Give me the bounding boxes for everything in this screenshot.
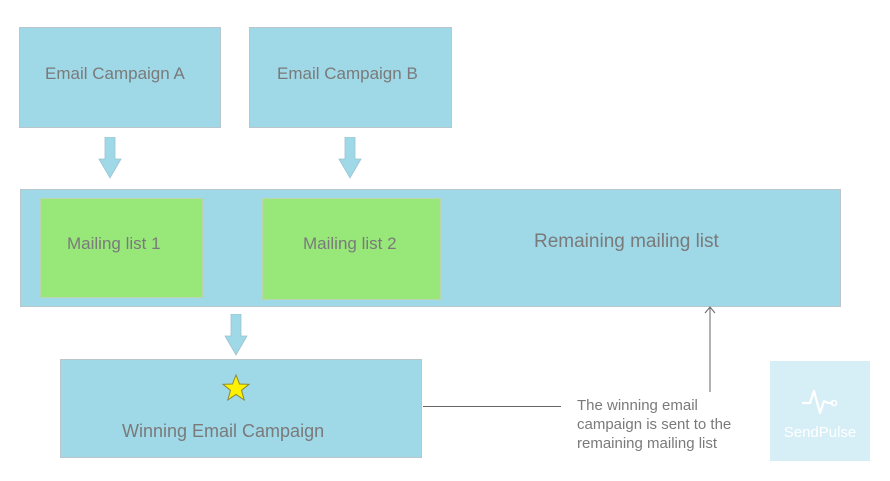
arrow-up-connector-icon	[704, 306, 716, 392]
note-text: The winning email campaign is sent to th…	[577, 396, 767, 453]
mailing-list-1-box: Mailing list 1	[40, 198, 203, 298]
connector-line-horizontal	[423, 406, 561, 407]
star-icon	[221, 373, 251, 402]
mailing-list-2-box: Mailing list 2	[262, 198, 441, 300]
mailing-list-row: Mailing list 1 Mailing list 2 Remaining …	[20, 189, 841, 307]
arrow-down-winner-icon	[224, 314, 248, 356]
pulse-wave-icon	[802, 389, 838, 415]
note-line-1: The winning email	[577, 397, 698, 414]
winning-email-campaign-label: Winning Email Campaign	[122, 421, 325, 441]
remaining-mailing-list-label: Remaining mailing list	[534, 231, 719, 252]
mailing-list-1-label: Mailing list 1	[67, 234, 161, 253]
note-line-2: campaign is sent to the	[577, 416, 732, 433]
sendpulse-logo: SendPulse	[770, 361, 870, 461]
note-line-3: remaining mailing list	[577, 435, 718, 452]
arrow-down-campaign-b-icon	[338, 137, 362, 179]
email-campaign-b-box: Email Campaign B	[249, 27, 452, 128]
logo-text: SendPulse	[783, 424, 857, 441]
mailing-list-2-label: Mailing list 2	[303, 234, 397, 253]
email-campaign-a-label: Email Campaign A	[45, 64, 185, 83]
winning-email-campaign-box: Winning Email Campaign	[60, 359, 422, 458]
email-campaign-a-box: Email Campaign A	[19, 27, 221, 128]
email-campaign-b-label: Email Campaign B	[277, 64, 418, 83]
arrow-down-campaign-a-icon	[98, 137, 122, 179]
